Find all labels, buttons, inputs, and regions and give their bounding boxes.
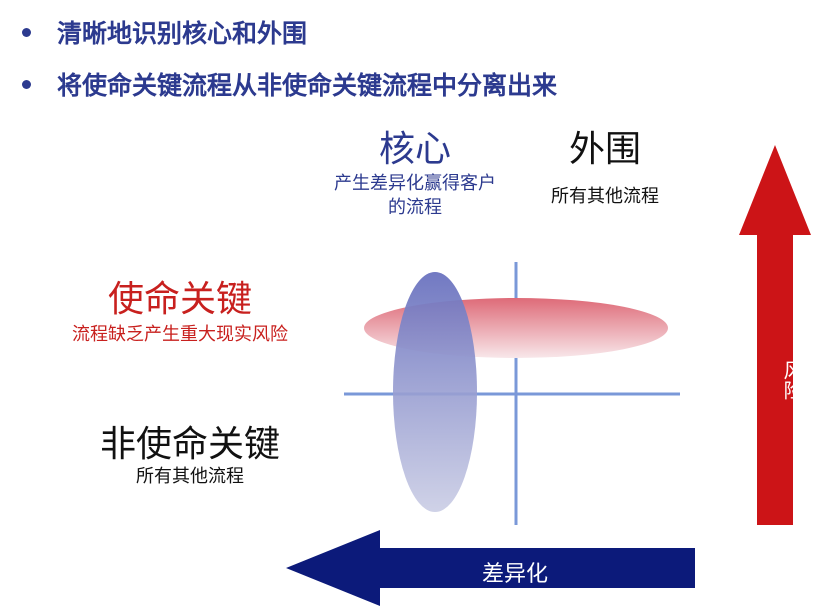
- core-description: 产生差异化赢得客户 的流程: [300, 172, 530, 220]
- bullet-dot-icon: [22, 79, 31, 89]
- mission-critical-description: 流程缺乏产生重大现实风险: [72, 324, 288, 345]
- risk-label: 风险: [780, 360, 804, 400]
- bullet-item-1: 清晰地识别核心和外围: [22, 14, 307, 50]
- core-title: 核心: [378, 129, 451, 170]
- non-mission-critical-description: 所有其他流程: [136, 466, 244, 487]
- mission-critical-title: 使命关键: [107, 279, 252, 320]
- bullet-item-2: 将使命关键流程从非使命关键流程中分离出来: [22, 66, 557, 102]
- core-ellipse: [393, 272, 477, 512]
- core-description-line-1: 产生差异化赢得客户: [334, 173, 496, 194]
- periphery-title: 外围: [568, 129, 641, 170]
- periphery-description: 所有其他流程: [551, 186, 659, 207]
- bullet-text-2: 将使命关键流程从非使命关键流程中分离出来: [57, 71, 558, 100]
- non-mission-critical-title: 非使命关键: [99, 424, 280, 465]
- risk-arrow-icon: [739, 145, 811, 525]
- bullet-dot-icon: [22, 27, 31, 37]
- differentiation-arrow-icon: [286, 530, 695, 606]
- bullet-text-1: 清晰地识别核心和外围: [57, 19, 308, 48]
- core-description-line-2: 的流程: [388, 197, 442, 218]
- differentiation-label: 差异化: [481, 562, 548, 587]
